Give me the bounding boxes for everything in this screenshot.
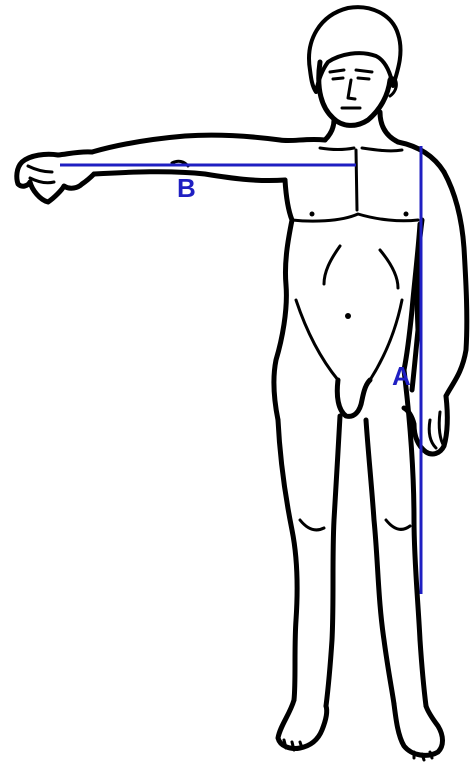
- right-arm-outer: [444, 172, 467, 396]
- right-knee: [386, 520, 410, 529]
- right-leg-inner: [366, 420, 394, 704]
- torso-left-contour: [274, 180, 292, 420]
- left-leg-inner: [326, 416, 340, 706]
- clavicles: [320, 148, 402, 151]
- genitals: [337, 380, 370, 416]
- sternum: [356, 150, 357, 210]
- hair: [309, 7, 400, 92]
- hand-fingers: [28, 166, 54, 183]
- nose: [348, 80, 355, 99]
- nipple-left: [310, 212, 315, 217]
- right-hand-fingers: [429, 412, 444, 448]
- measurement-label-a: A: [392, 361, 411, 391]
- nipple-right: [404, 212, 409, 217]
- groin-lines: [296, 300, 402, 380]
- left-leg-outer: [278, 420, 297, 700]
- measurement-label-b: B: [177, 173, 196, 203]
- right-foot: [394, 704, 443, 755]
- left-knee: [300, 520, 324, 530]
- eyebrows: [330, 70, 372, 72]
- arm-upper-contour: [92, 135, 325, 152]
- navel: [345, 313, 351, 319]
- abdomen-outline: [324, 246, 398, 288]
- hand-outline: [17, 152, 94, 202]
- neck: [325, 112, 398, 142]
